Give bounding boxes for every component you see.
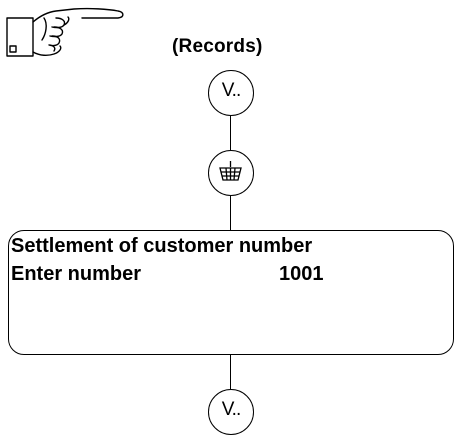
connector-line [230,116,231,150]
terminal-display: Settlement of customer number Enter numb… [8,230,454,355]
connector-line [230,355,231,389]
display-line-2-label: Enter number [11,263,142,285]
v-key-label: V.. [221,80,242,101]
basket-icon [219,161,242,181]
basket-key-button[interactable] [208,150,254,196]
display-line-2-value: 1001 [279,263,324,285]
v-key-label: V.. [221,399,242,420]
display-line-1: Settlement of customer number [11,235,313,257]
page-title: (Records) [172,36,263,57]
pointing-hand-icon [4,4,130,60]
v-key-button-top[interactable]: V.. [208,70,254,116]
v-key-button-bottom[interactable]: V.. [208,389,254,435]
connector-line [230,196,231,230]
